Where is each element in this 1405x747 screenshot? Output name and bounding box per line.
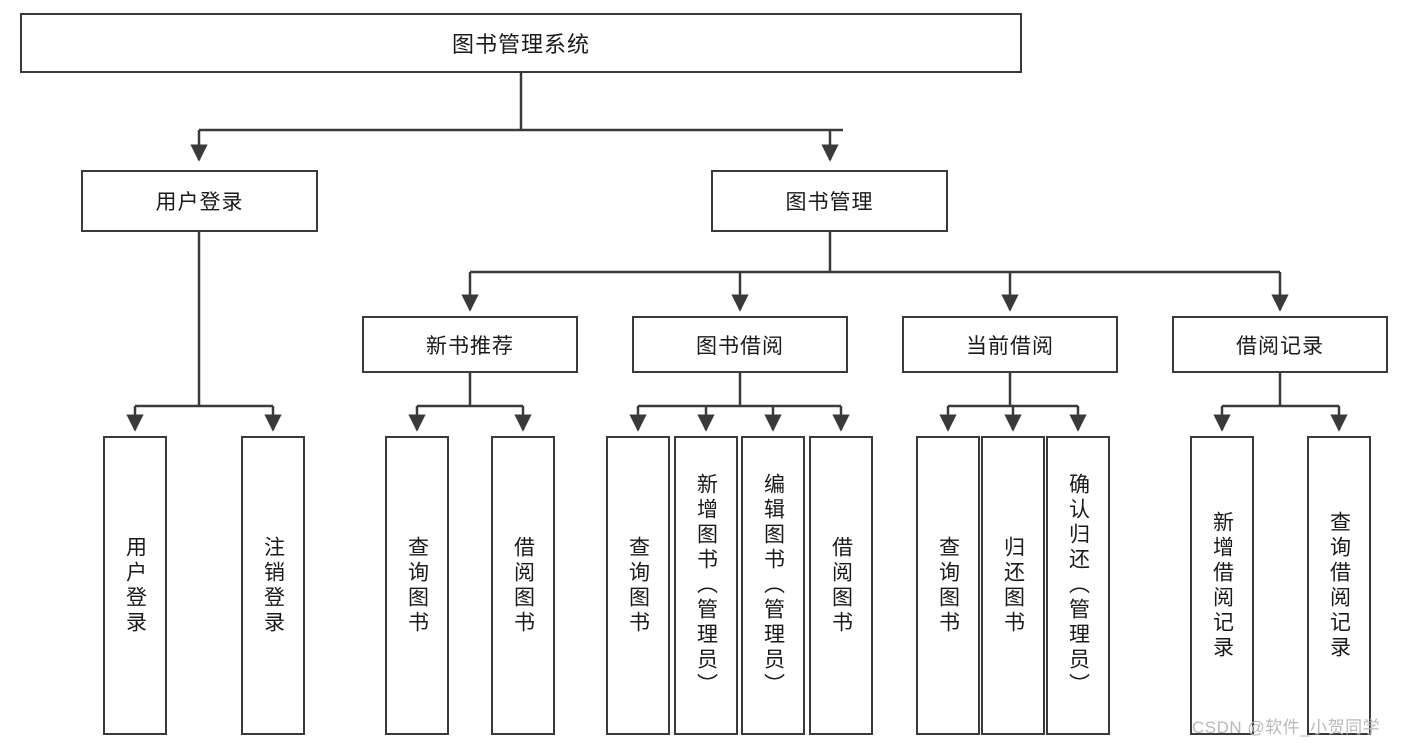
leaf-user-login-logout[interactable]: 注销登录 bbox=[241, 436, 305, 735]
leaf-borrow-edit-book-admin[interactable]: 编辑图书（管理员） bbox=[741, 436, 805, 735]
leaf-borrow-query-book[interactable]: 查询图书 bbox=[606, 436, 670, 735]
leaf-new-book-query[interactable]: 查询图书 bbox=[385, 436, 449, 735]
leaf-borrow-borrow-book[interactable]: 借阅图书 bbox=[809, 436, 873, 735]
node-new-book-recommend[interactable]: 新书推荐 bbox=[362, 316, 578, 373]
leaf-borrow-add-book-admin[interactable]: 新增图书（管理员） bbox=[674, 436, 738, 735]
leaf-current-confirm-return-admin[interactable]: 确认归还（管理员） bbox=[1046, 436, 1110, 735]
node-book-management[interactable]: 图书管理 bbox=[711, 170, 948, 232]
leaf-records-query-record[interactable]: 查询借阅记录 bbox=[1307, 436, 1371, 735]
leaf-current-query-book[interactable]: 查询图书 bbox=[916, 436, 980, 735]
node-root-system[interactable]: 图书管理系统 bbox=[20, 13, 1022, 73]
leaf-records-add-record[interactable]: 新增借阅记录 bbox=[1190, 436, 1254, 735]
node-user-login[interactable]: 用户登录 bbox=[81, 170, 318, 232]
csdn-watermark: CSDN @软件_小贺同学 bbox=[1192, 718, 1381, 737]
node-current-borrow[interactable]: 当前借阅 bbox=[902, 316, 1118, 373]
leaf-new-book-borrow[interactable]: 借阅图书 bbox=[491, 436, 555, 735]
node-borrow-records[interactable]: 借阅记录 bbox=[1172, 316, 1388, 373]
leaf-user-login-login[interactable]: 用户登录 bbox=[103, 436, 167, 735]
node-book-borrow[interactable]: 图书借阅 bbox=[632, 316, 848, 373]
leaf-current-return-book[interactable]: 归还图书 bbox=[981, 436, 1045, 735]
